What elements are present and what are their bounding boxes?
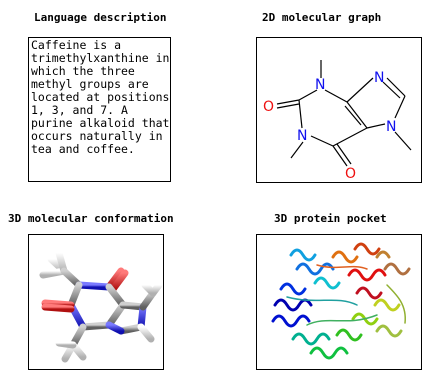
description-line: located at positions [31,90,170,104]
molecular-conformation-title: 3D molecular conformation [8,212,174,225]
molecular-graph-panel: N N N N O O [256,37,422,183]
atom-oxygen-label: O [345,166,356,182]
description-line: purine alkaloid that [31,116,170,130]
atom-nitrogen-label: N [386,119,396,135]
description-line: 1, 3, and 7. A [31,103,128,117]
atom-nitrogen-label: N [315,77,325,93]
molecular-conformation-panel [28,234,164,370]
atom-nitrogen-label: N [297,128,307,144]
protein-pocket-panel [256,234,422,370]
description-line: tea and coffee. [31,142,135,156]
language-description-title: Language description [34,11,167,24]
caffeine-2d-structure: N N N N O O [263,60,412,182]
language-description-box: Caffeine is a trimethylxanthine in which… [28,37,171,182]
protein-pocket-title: 3D protein pocket [274,212,387,225]
atom-nitrogen-label: N [374,70,384,86]
molecular-graph-title: 2D molecular graph [262,11,382,24]
atom-oxygen-label: O [263,99,274,115]
description-line: occurs naturally in [31,129,163,143]
description-line: which the three [31,64,135,78]
protein-ribbon-model [271,242,411,360]
caffeine-3d-model [39,249,163,363]
description-line: trimethylxanthine in [31,51,170,65]
description-line: Caffeine is a [31,38,122,52]
description-line: methyl groups are [31,77,149,91]
